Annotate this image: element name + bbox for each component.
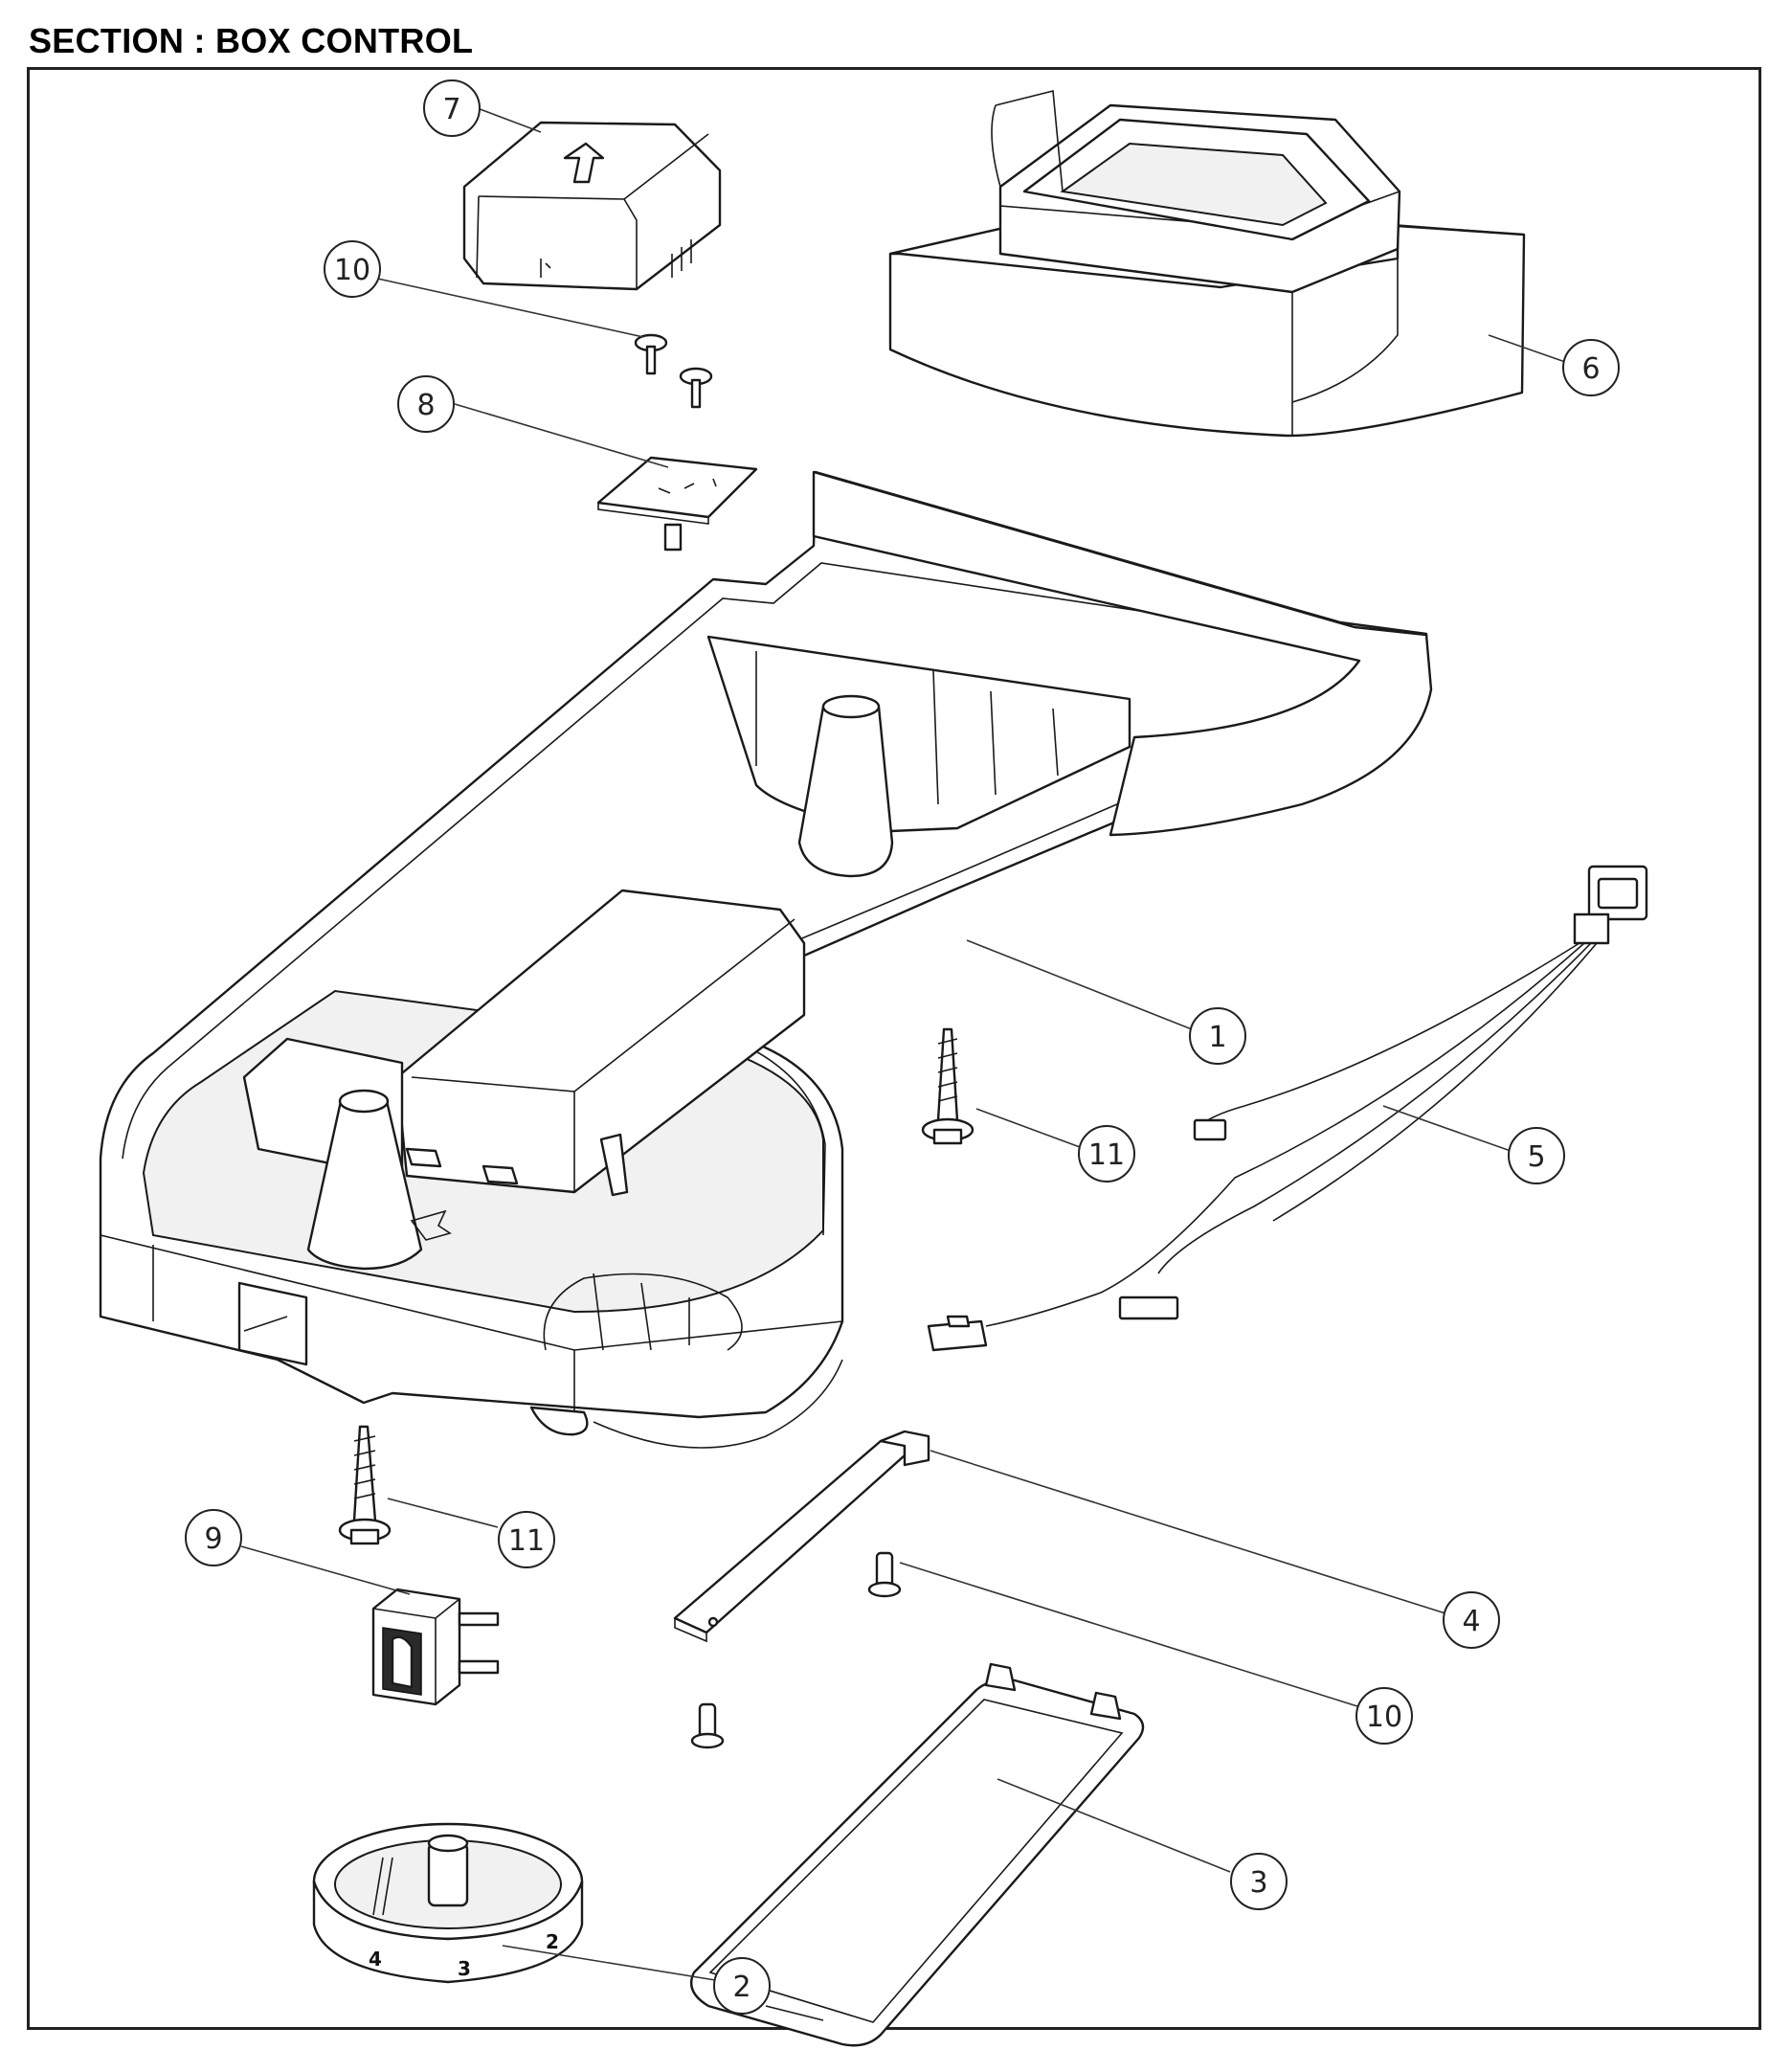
dial-number-2: 2 — [546, 1930, 559, 1953]
part-8-pcb — [596, 456, 758, 552]
callout-8: 8 — [397, 375, 455, 433]
svg-text:11: 11 — [508, 1524, 545, 1558]
part-3-battery-door — [689, 1662, 1145, 2047]
svg-text:2: 2 — [732, 1971, 750, 2004]
dial-number-3: 3 — [458, 1957, 471, 1980]
svg-text:9: 9 — [204, 1522, 222, 1556]
svg-text:7: 7 — [442, 93, 460, 126]
part-10-screws-top — [634, 333, 713, 409]
diagram-frame — [27, 67, 1761, 2030]
part-6-top-cover — [888, 89, 1526, 438]
callout-4: 4 — [1443, 1591, 1500, 1649]
svg-text:1: 1 — [1208, 1021, 1226, 1054]
callout-3: 3 — [1230, 1853, 1288, 1910]
callout-10-bottom: 10 — [1355, 1687, 1413, 1745]
callout-7: 7 — [423, 79, 481, 137]
svg-text:10: 10 — [334, 254, 370, 287]
part-11-screw-left — [338, 1425, 392, 1545]
callout-11-left: 11 — [498, 1511, 555, 1568]
svg-text:6: 6 — [1581, 352, 1600, 386]
svg-text:11: 11 — [1088, 1138, 1125, 1172]
part-1-housing — [99, 470, 1433, 1449]
part-11-screw-center — [921, 1027, 974, 1145]
leader-lines — [240, 106, 1566, 1981]
section-title: SECTION : BOX CONTROL — [29, 21, 474, 60]
part-5-wire-harness — [927, 865, 1648, 1352]
callout-6: 6 — [1562, 339, 1620, 396]
part-2-dial-knob: 4 3 2 — [312, 1822, 584, 1984]
part-4-bracket — [673, 1430, 930, 1643]
callout-5: 5 — [1508, 1127, 1565, 1184]
svg-text:5: 5 — [1527, 1140, 1545, 1174]
callout-10-top: 10 — [324, 240, 381, 298]
part-10-screws-bottom — [690, 1551, 902, 1749]
callout-1: 1 — [1189, 1007, 1246, 1065]
callout-2: 2 — [713, 1957, 771, 2015]
svg-text:3: 3 — [1249, 1866, 1267, 1900]
callout-9: 9 — [185, 1509, 242, 1566]
callout-11-center: 11 — [1078, 1125, 1135, 1183]
svg-text:8: 8 — [416, 389, 435, 422]
dial-number-4: 4 — [369, 1948, 382, 1971]
svg-text:10: 10 — [1366, 1701, 1402, 1734]
part-7-cap — [462, 121, 722, 291]
svg-text:4: 4 — [1462, 1605, 1480, 1638]
part-9-switch — [371, 1588, 500, 1706]
